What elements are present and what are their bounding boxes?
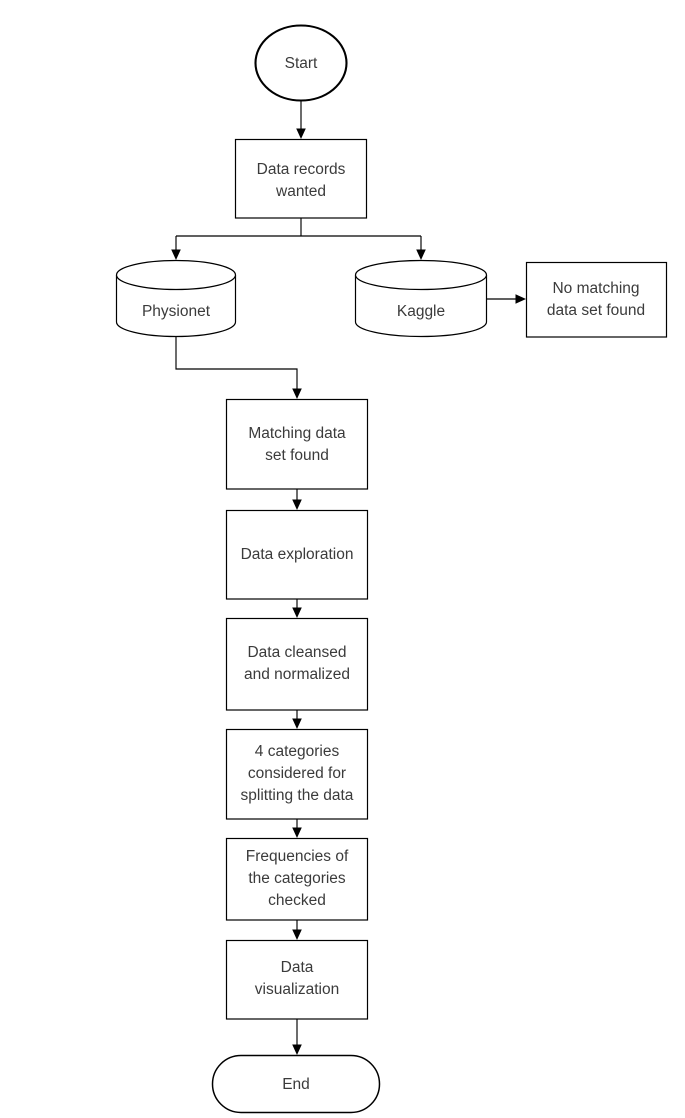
start-circle-shape <box>254 24 348 102</box>
kaggle-cylinder-body <box>354 275 488 338</box>
matching-found-rect <box>225 398 369 490</box>
no-matching-label-line1: No matching <box>552 280 639 297</box>
categories-rect <box>225 728 369 820</box>
node-end[interactable]: End <box>211 1054 381 1114</box>
matching-found-label-line1: Matching data <box>248 425 346 442</box>
categories-label-line2: considered for <box>248 765 346 782</box>
node-matching-data-set-found[interactable]: Matching data set found <box>225 398 369 490</box>
matching-found-label-line2: set found <box>265 447 329 464</box>
frequencies-label-line1: Frequencies of <box>246 848 349 865</box>
physionet-cylinder-top <box>115 259 237 291</box>
edge-data-records-to-kaggle <box>416 236 426 260</box>
edge-categories-to-frequencies <box>292 819 302 838</box>
data-exploration-label-line1: Data exploration <box>241 546 354 563</box>
frequencies-label-line3: checked <box>268 892 326 909</box>
data-visualization-rect <box>225 939 369 1020</box>
frequencies-label-line2: the categories <box>248 870 346 887</box>
edge-kaggle-to-no-matching <box>486 294 526 304</box>
kaggle-label: Kaggle <box>397 303 445 320</box>
edge-data-records-to-physionet <box>171 236 181 260</box>
no-matching-label-line2: data set found <box>547 302 645 319</box>
kaggle-cylinder-top <box>354 259 488 291</box>
end-stadium-shape <box>211 1054 381 1114</box>
data-cleansed-rect <box>225 617 369 711</box>
data-exploration-rect <box>225 509 369 600</box>
edge-data-cleansed-to-categories <box>292 710 302 729</box>
node-start[interactable]: Start <box>254 24 348 102</box>
edge-data-visualization-to-end <box>292 1019 302 1055</box>
node-no-matching-data-set-found[interactable]: No matching data set found <box>525 261 668 338</box>
edge-start-to-data-records <box>296 101 306 139</box>
physionet-cylinder-body <box>115 275 237 338</box>
node-data-records-wanted[interactable]: Data records wanted <box>234 138 368 219</box>
data-records-wanted-label-line2: wanted <box>275 183 326 200</box>
edge-data-exploration-to-data-cleansed <box>292 599 302 618</box>
data-records-wanted-rect <box>234 138 368 219</box>
data-cleansed-label-line2: and normalized <box>244 666 350 683</box>
categories-label-line3: splitting the data <box>241 787 354 804</box>
node-physionet[interactable]: Physionet <box>115 259 237 338</box>
edge-matching-found-to-data-exploration <box>292 489 302 510</box>
no-matching-rect <box>525 261 668 338</box>
node-data-visualization[interactable]: Data visualization <box>225 939 369 1020</box>
data-records-wanted-label-line1: Data records <box>257 161 346 178</box>
data-visualization-label-line2: visualization <box>255 981 339 998</box>
edge-frequencies-to-data-visualization <box>292 920 302 940</box>
node-kaggle[interactable]: Kaggle <box>354 259 488 338</box>
data-cleansed-label-line1: Data cleansed <box>247 644 346 661</box>
end-label: End <box>282 1076 310 1093</box>
node-categories-considered[interactable]: 4 categories considered for splitting th… <box>225 728 369 820</box>
physionet-label: Physionet <box>142 303 211 320</box>
frequencies-rect <box>225 837 369 921</box>
edge-data-records-split-bus <box>176 218 421 237</box>
data-visualization-label-line1: Data <box>281 959 314 976</box>
categories-label-line1: 4 categories <box>255 743 340 760</box>
node-data-cleansed-and-normalized[interactable]: Data cleansed and normalized <box>225 617 369 711</box>
node-data-exploration[interactable]: Data exploration <box>225 509 369 600</box>
start-label: Start <box>285 55 318 72</box>
node-frequencies-checked[interactable]: Frequencies of the categories checked <box>225 837 369 921</box>
edge-physionet-to-matching-found <box>175 337 302 399</box>
